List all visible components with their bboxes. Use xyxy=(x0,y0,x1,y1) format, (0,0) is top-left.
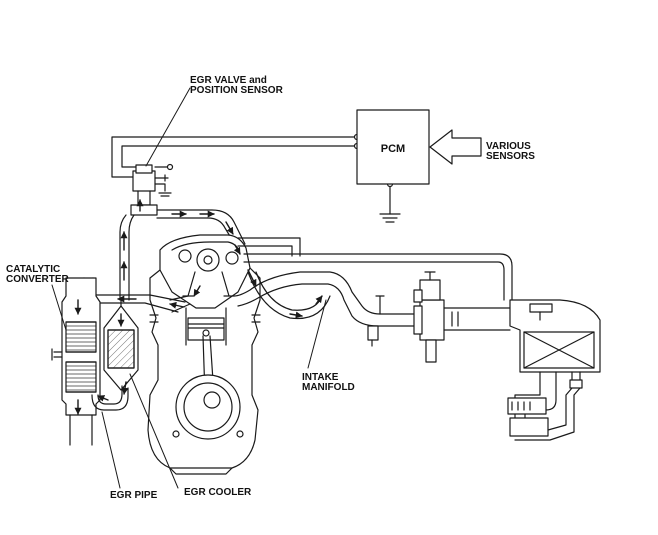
intake-manifold-label-line2: MANIFOLD xyxy=(302,382,355,393)
egr-cooler-label: EGR COOLER xyxy=(184,487,252,498)
egr-valve-label-line1: EGR VALVE and xyxy=(190,75,267,86)
catalytic-converter-label-line1: CATALYTIC xyxy=(6,264,61,275)
various-sensors-arrow xyxy=(429,129,482,165)
catalytic-converter-label-line2: CONVERTER xyxy=(6,274,69,285)
leader-lines xyxy=(51,87,327,489)
catalytic-converter xyxy=(51,277,101,446)
pcm-box xyxy=(356,109,430,185)
egr-cooler xyxy=(103,299,139,391)
various-sensors-label-line2: SENSORS xyxy=(486,151,535,162)
egr-pipe-label: EGR PIPE xyxy=(110,490,158,501)
various-sensors-label-line1: VARIOUS xyxy=(486,141,531,152)
engine-block xyxy=(147,234,261,475)
intake-manifold-label-line1: INTAKE xyxy=(302,372,339,383)
air-cleaner xyxy=(507,299,601,441)
egr-pipe-upper xyxy=(156,209,246,247)
throttle-body xyxy=(367,271,511,363)
intake-manifold xyxy=(233,237,513,327)
pcm-label: PCM xyxy=(381,143,405,155)
exhaust-port xyxy=(169,295,191,313)
egr-valve xyxy=(130,163,174,216)
flow-arrows xyxy=(74,199,323,415)
egr-valve-label-line2: POSITION SENSOR xyxy=(190,85,283,96)
egr-pipe-vertical xyxy=(119,214,135,301)
